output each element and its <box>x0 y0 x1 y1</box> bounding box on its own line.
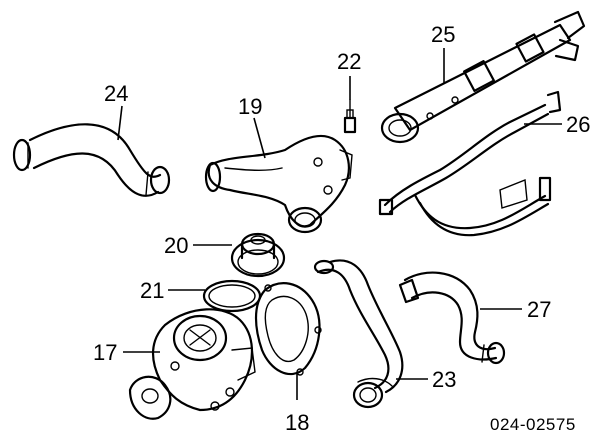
part-22-sensor <box>343 99 357 134</box>
part-26-bent-tube <box>378 90 562 237</box>
callout-18: 18 <box>285 410 309 435</box>
part-27-hose <box>398 271 506 365</box>
part-18-gasket <box>254 282 322 376</box>
callout-27: 27 <box>527 297 551 322</box>
leader-lines <box>117 48 562 400</box>
part-20-thermostat <box>230 232 286 278</box>
callout-19: 19 <box>238 94 262 119</box>
part-21-o-ring <box>202 279 262 313</box>
callout-17: 17 <box>93 340 117 365</box>
callout-21: 21 <box>140 278 164 303</box>
diagram-code: 024-02575 <box>490 415 576 434</box>
callout-26: 26 <box>566 112 590 137</box>
part-23-hose <box>313 259 404 409</box>
leader-19 <box>253 117 266 159</box>
part-17-water-pump <box>128 308 256 420</box>
leader-24 <box>117 105 123 141</box>
part-24-hose <box>12 123 171 197</box>
callout-20: 20 <box>164 233 188 258</box>
callout-22: 22 <box>337 49 361 74</box>
callout-24: 24 <box>104 81 128 106</box>
part-19-thermostat-housing <box>204 134 353 234</box>
callout-23: 23 <box>432 367 456 392</box>
callout-25: 25 <box>431 22 455 47</box>
part-25-coolant-pipe <box>380 10 586 144</box>
